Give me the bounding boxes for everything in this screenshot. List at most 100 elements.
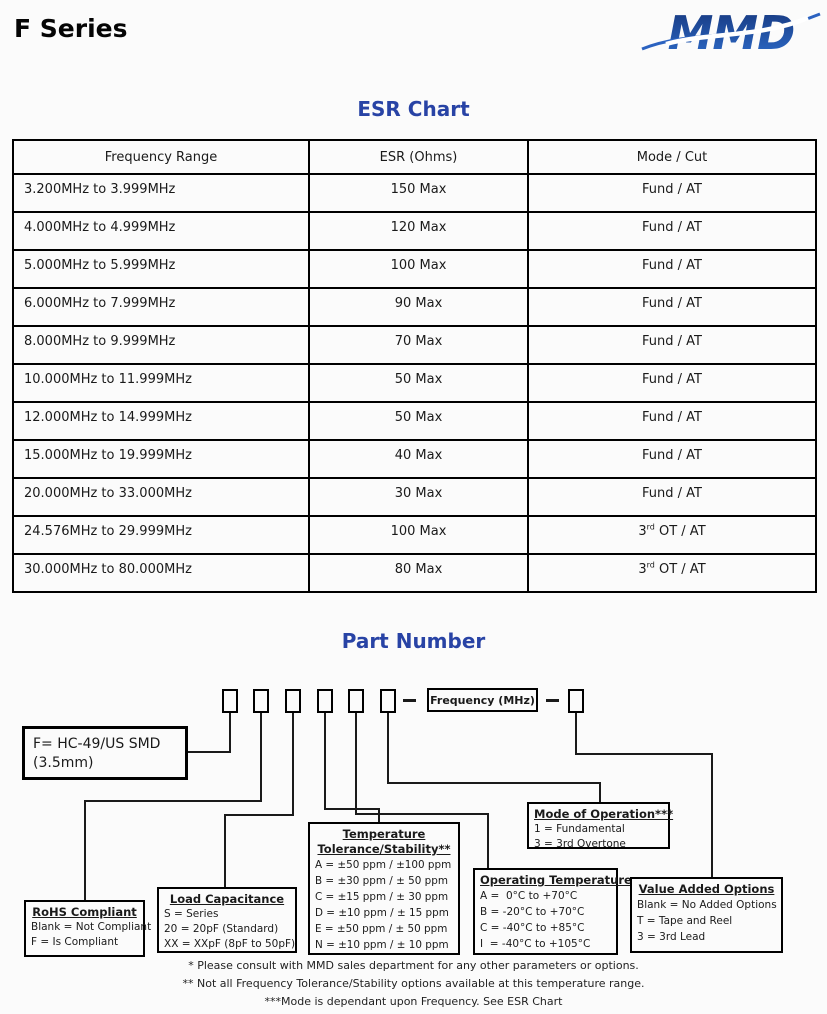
frequency-range-cell: 20.000MHz to 33.000MHz <box>12 477 310 517</box>
operating-temperature-option: A = 0°C to +70°C <box>480 890 578 902</box>
dash-separator <box>403 699 416 702</box>
value-added-option: Blank = No Added Options <box>637 899 777 911</box>
esr-value-cell: 50 Max <box>308 363 529 403</box>
temperature-title-line2: Tolerance/Stability** <box>317 842 451 856</box>
esr-value-cell: 80 Max <box>308 553 529 593</box>
series-line-2: (3.5mm) <box>33 755 94 771</box>
frequency-range-cell: 6.000MHz to 7.999MHz <box>12 287 310 327</box>
value-added-option: T = Tape and Reel <box>637 915 733 927</box>
mode-cut-cell: Fund / AT <box>527 249 817 289</box>
series-description-box: F= HC-49/US SMD (3.5mm) <box>22 726 188 780</box>
mode-cut-cell: Fund / AT <box>527 363 817 403</box>
temperature-tolerance-option: D = ±10 ppm / ± 15 ppm <box>315 907 449 919</box>
part-number-title: Part Number <box>341 629 486 653</box>
mmd-logo-text: MMD <box>668 6 795 58</box>
frequency-field-box: Frequency (MHz) <box>427 688 538 712</box>
frequency-range-cell: 15.000MHz to 19.999MHz <box>12 439 310 479</box>
esr-table-row: 20.000MHz to 33.000MHz 30 Max Fund / AT <box>12 477 817 517</box>
esr-chart-title: ESR Chart <box>357 97 470 121</box>
connector-line <box>575 753 713 755</box>
col-header-esr-ohms: ESR (Ohms) <box>308 139 529 175</box>
temperature-title-line1: Temperature <box>342 827 426 841</box>
connector-line <box>599 782 601 804</box>
connector-line <box>84 800 86 902</box>
load-capacitance-title: Load Capacitance <box>169 892 285 906</box>
part-field-box-series <box>222 689 238 713</box>
part-field-box-rohs <box>253 689 269 713</box>
footnote: ** Not all Frequency Tolerance/Stability… <box>182 977 645 990</box>
frequency-range-cell: 4.000MHz to 4.999MHz <box>12 211 310 251</box>
connector-line <box>188 751 231 753</box>
esr-table-row: 5.000MHz to 5.999MHz 100 Max Fund / AT <box>12 249 817 289</box>
connector-line <box>355 813 489 815</box>
mode-cut-cell: Fund / AT <box>527 287 817 327</box>
mode-cut-cell: Fund / AT <box>527 325 817 365</box>
operating-temperature-option: I = -40°C to +105°C <box>480 938 591 950</box>
temperature-tolerance-option: B = ±30 ppm / ± 50 ppm <box>315 875 448 887</box>
mode-of-operation-title: Mode of Operation*** <box>534 807 674 821</box>
esr-table-row: 8.000MHz to 9.999MHz 70 Max Fund / AT <box>12 325 817 365</box>
connector-line <box>224 814 294 816</box>
footnote: ***Mode is dependant upon Frequency. See… <box>264 995 563 1008</box>
load-capacitance-option: S = Series <box>164 908 219 920</box>
mode-of-operation-option: 3 = 3rd Overtone <box>534 838 626 850</box>
series-line-1: F= HC-49/US SMD <box>33 736 161 752</box>
footnote: * Please consult with MMD sales departme… <box>188 959 639 972</box>
part-field-box-load-capacitance <box>285 689 301 713</box>
load-capacitance-option: 20 = 20pF (Standard) <box>164 923 279 935</box>
mode-cut-cell: Fund / AT <box>527 439 817 479</box>
footnotes: * Please consult with MMD sales departme… <box>0 957 827 1011</box>
connector-line <box>711 753 713 879</box>
operating-temperature-title: Operating Temperature <box>480 873 632 887</box>
temperature-tolerance-option: A = ±50 ppm / ±100 ppm <box>315 859 452 871</box>
connector-line <box>487 813 489 870</box>
temperature-tolerance-option: E = ±50 ppm / ± 50 ppm <box>315 923 448 935</box>
mode-of-operation-option: 1 = Fundamental <box>534 823 625 835</box>
dash-separator <box>546 699 559 702</box>
connector-line <box>260 713 262 802</box>
mmd-logo: MMD <box>641 6 821 58</box>
connector-line <box>355 713 357 815</box>
connector-line <box>324 713 326 810</box>
mode-of-operation-box: Mode of Operation*** 1 = Fundamental 3 = … <box>527 802 674 850</box>
esr-table: Frequency Range ESR (Ohms) Mode / Cut 3.… <box>12 139 817 593</box>
esr-value-cell: 120 Max <box>308 211 529 251</box>
frequency-range-cell: 30.000MHz to 80.000MHz <box>12 553 310 593</box>
load-capacitance-option: XX = XXpF (8pF to 50pF) <box>164 938 296 950</box>
mode-cut-cell: Fund / AT <box>527 477 817 517</box>
rohs-compliant-title: RoHS Compliant <box>32 905 137 919</box>
frequency-range-cell: 8.000MHz to 9.999MHz <box>12 325 310 365</box>
part-field-box-mode <box>380 689 396 713</box>
rohs-option: F = Is Compliant <box>31 936 119 948</box>
connector-line <box>387 782 601 784</box>
connector-line <box>575 713 577 755</box>
frequency-range-cell: 3.200MHz to 3.999MHz <box>12 173 310 213</box>
esr-table-row: 6.000MHz to 7.999MHz 90 Max Fund / AT <box>12 287 817 327</box>
temperature-tolerance-option: N = ±10 ppm / ± 10 ppm <box>315 939 449 951</box>
mode-cut-cell: Fund / AT <box>527 211 817 251</box>
esr-table-row: 10.000MHz to 11.999MHz 50 Max Fund / AT <box>12 363 817 403</box>
esr-table-row: 12.000MHz to 14.999MHz 50 Max Fund / AT <box>12 401 817 441</box>
esr-table-row: 15.000MHz to 19.999MHz 40 Max Fund / AT <box>12 439 817 479</box>
value-added-option: 3 = 3rd Lead <box>637 931 706 943</box>
col-header-frequency-range: Frequency Range <box>12 139 310 175</box>
load-capacitance-box: Load Capacitance S = Series 20 = 20pF (St… <box>157 887 297 953</box>
frequency-range-cell: 24.576MHz to 29.999MHz <box>12 515 310 555</box>
esr-table-row: 30.000MHz to 80.000MHz 80 Max 3rd OT / A… <box>12 553 817 593</box>
frequency-range-cell: 10.000MHz to 11.999MHz <box>12 363 310 403</box>
esr-value-cell: 90 Max <box>308 287 529 327</box>
rohs-option: Blank = Not Compliant <box>31 921 152 933</box>
esr-table-row: 3.200MHz to 3.999MHz 150 Max Fund / AT <box>12 173 817 213</box>
esr-value-cell: 70 Max <box>308 325 529 365</box>
mode-cut-cell: Fund / AT <box>527 173 817 213</box>
connector-line <box>84 800 262 802</box>
esr-table-row: 24.576MHz to 29.999MHz 100 Max 3rd OT / … <box>12 515 817 555</box>
esr-table-body: 3.200MHz to 3.999MHz 150 Max Fund / AT 4… <box>12 173 817 593</box>
esr-value-cell: 50 Max <box>308 401 529 441</box>
temperature-tolerance-box: Temperature Tolerance/Stability** A = ±5… <box>308 822 460 955</box>
connector-line <box>387 713 389 784</box>
col-header-mode-cut: Mode / Cut <box>527 139 817 175</box>
connector-line <box>324 808 380 810</box>
